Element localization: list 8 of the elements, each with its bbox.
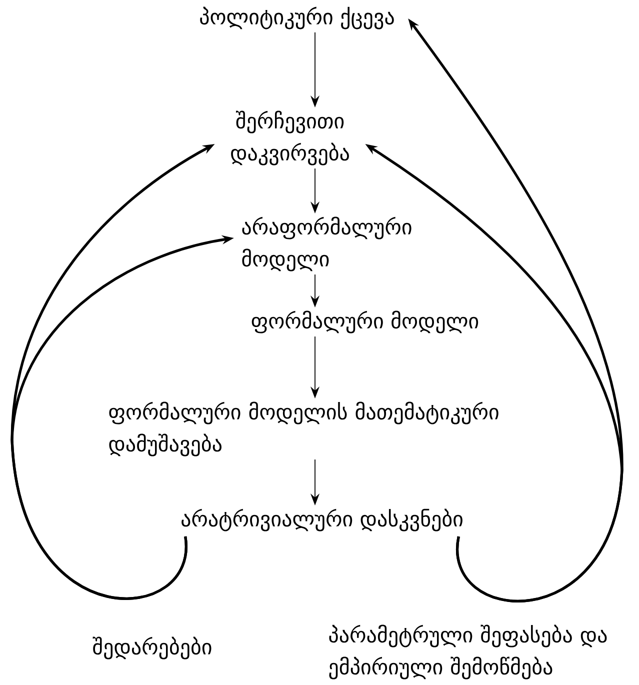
step-text: ფორმალური მოდელის მათემატიკური დამუშავება (109, 402, 498, 456)
step-text: არატრივიალური დასკვნები (182, 508, 462, 532)
step-text: არაფორმალური მოდელი (242, 216, 412, 272)
step-text: ფორმალური მოდელი (252, 310, 478, 334)
note-text: პარამეტრული შეფასება და ემპირიული შემოწმება (329, 624, 607, 680)
step-text: შერჩევითი დაკვირვება (231, 110, 349, 166)
note-text: შედარებები (92, 636, 212, 660)
step-text: პოლიტიკური ქცევა (200, 6, 394, 30)
